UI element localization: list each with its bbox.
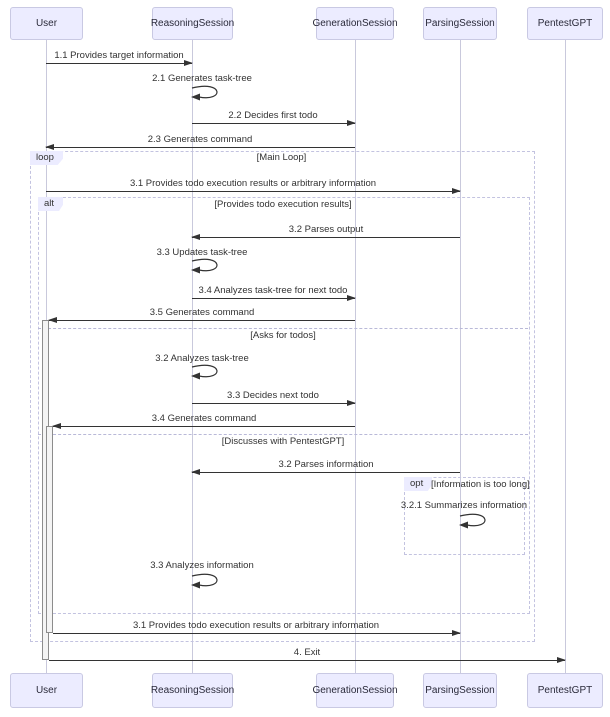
lifeline-pentestgpt [564,39,566,673]
message-label-13: 3.2 Parses information [278,459,374,470]
actor-label: PentestGPT [537,18,593,29]
message-label-2: 2.1 Generates task-tree [152,73,252,84]
actor-bottom-reasoningsession: ReasoningSession [150,673,235,708]
message-label-15: 3.3 Analyzes information [150,560,254,571]
self-message-arrow-2 [191,85,218,101]
opt-fragment [404,477,525,555]
message-arrow-4 [45,144,355,150]
message-label-4: 2.3 Generates command [147,134,253,145]
alt-divider-1 [38,328,528,329]
actor-label: ReasoningSession [150,685,235,696]
actor-bottom-parsingsession: ParsingSession [423,673,497,708]
message-arrow-9 [48,317,355,323]
activation-bar-user-2 [46,426,53,633]
lifeline-reasoningsession [192,39,193,673]
message-arrow-3 [192,120,356,126]
actor-top-user: User [10,7,83,40]
self-message-arrow-14 [459,513,486,529]
opt-condition: [Information is too long] [431,479,530,490]
loop-label-tab: loop [30,151,63,165]
actor-bottom-user: User [10,673,83,708]
lifeline-generationsession [354,39,356,673]
message-label-8: 3.4 Analyzes task-tree for next todo [198,285,348,296]
message-arrow-12 [52,423,355,429]
alt-label-tab: alt [38,197,64,211]
message-label-10: 3.2 Analyzes task-tree [155,353,249,364]
opt-label-tab: opt [404,477,433,491]
self-message-arrow-15 [191,573,218,589]
message-label-5: 3.1 Provides todo execution results or a… [129,178,377,189]
lifeline-parsingsession [459,39,461,673]
alt-divider-1-condition: [Asks for todos] [250,330,316,341]
actor-top-pentestgpt: PentestGPT [527,7,603,40]
message-arrow-16 [53,630,461,636]
alt-divider-2 [38,434,528,435]
loop-condition: [Main Loop] [256,152,307,163]
alt-divider-2-condition: [Discusses with PentestGPT] [221,436,345,447]
message-label-3: 2.2 Decides first todo [228,110,318,121]
message-label-12: 3.4 Generates command [151,413,257,424]
message-arrow-13 [191,469,460,475]
actor-top-reasoningsession: ReasoningSession [150,7,235,40]
alt-condition: [Provides todo execution results] [214,199,352,210]
message-arrow-11 [192,400,356,406]
actor-label: GenerationSession [312,685,398,696]
actor-label: User [35,685,58,696]
message-label-14: 3.2.1 Summarizes information [400,500,528,511]
message-label-1: 1.1 Provides target information [54,50,184,61]
actor-label: GenerationSession [312,18,398,29]
message-arrow-17 [49,657,566,663]
message-label-16: 3.1 Provides todo execution results or a… [132,620,380,631]
actor-label: ParsingSession [425,18,495,29]
actor-top-generationsession: GenerationSession [312,7,398,40]
loop-fragment [30,151,535,642]
message-arrow-6 [191,234,460,240]
actor-top-parsingsession: ParsingSession [423,7,497,40]
self-message-arrow-10 [191,364,218,380]
self-message-arrow-7 [191,258,218,274]
message-label-7: 3.3 Updates task-tree [156,247,248,258]
message-arrow-5 [46,188,461,194]
actor-label: PentestGPT [537,685,593,696]
actor-label: User [35,18,58,29]
message-arrow-8 [192,295,356,301]
actor-bottom-pentestgpt: PentestGPT [527,673,603,708]
message-label-17: 4. Exit [293,647,321,658]
actor-bottom-generationsession: GenerationSession [312,673,398,708]
message-label-9: 3.5 Generates command [149,307,255,318]
message-label-6: 3.2 Parses output [288,224,364,235]
actor-label: ParsingSession [425,685,495,696]
message-label-11: 3.3 Decides next todo [227,390,319,401]
alt-fragment [38,197,530,614]
message-arrow-1 [46,60,193,66]
actor-label: ReasoningSession [150,18,235,29]
